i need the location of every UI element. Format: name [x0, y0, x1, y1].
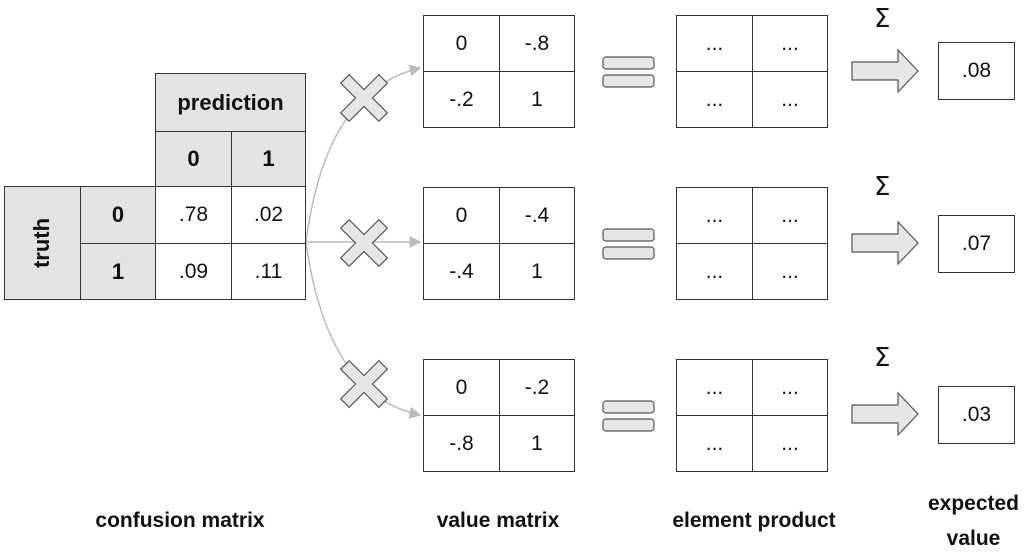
product-cell: ... [752, 415, 828, 472]
product-cell: ... [752, 243, 828, 300]
value-cell: 1 [499, 71, 575, 128]
value-cell: -.2 [423, 71, 500, 128]
value-cell: 0 [423, 187, 500, 244]
value-cell: -.8 [423, 415, 500, 472]
caption-expected-value-line1: expected [927, 492, 1020, 515]
prediction-header: prediction [155, 73, 306, 132]
confusion-cell: .78 [155, 186, 232, 244]
product-cell: ... [676, 243, 753, 300]
sum-icon: Σ [874, 4, 891, 34]
pred-class-1: 1 [231, 131, 306, 187]
caption-value-matrix: value matrix [436, 509, 560, 532]
connector-top [305, 64, 422, 243]
value-cell: -.4 [499, 187, 575, 244]
equals-icon [602, 400, 655, 432]
product-cell: ... [676, 15, 753, 72]
caption-confusion-matrix: confusion matrix [95, 509, 265, 532]
value-cell: 0 [423, 15, 500, 72]
product-cell: ... [752, 187, 828, 244]
arrow-right-icon [851, 391, 919, 437]
value-cell: 1 [499, 415, 575, 472]
multiply-icon [339, 218, 389, 268]
caption-expected-value-line2: value [946, 527, 1001, 550]
arrow-right-icon [851, 48, 919, 94]
sum-icon: Σ [874, 172, 891, 202]
value-cell: 0 [423, 359, 500, 416]
product-cell: ... [752, 15, 828, 72]
truth-header: truth [4, 186, 81, 300]
expected-value-box: .08 [938, 42, 1015, 100]
product-cell: ... [676, 359, 753, 416]
product-cell: ... [752, 71, 828, 128]
value-cell: 1 [499, 243, 575, 300]
multiply-icon [339, 359, 389, 409]
confusion-cell: .11 [231, 243, 306, 300]
value-cell: -.8 [499, 15, 575, 72]
expected-value-box: .03 [938, 386, 1015, 444]
expected-value-box: .07 [938, 215, 1015, 273]
pred-class-0: 0 [155, 131, 232, 187]
confusion-cell: .02 [231, 186, 306, 244]
product-cell: ... [676, 71, 753, 128]
truth-class-1: 1 [80, 243, 156, 300]
equals-icon [602, 56, 655, 88]
product-cell: ... [676, 415, 753, 472]
multiply-icon [339, 73, 389, 123]
truth-class-0: 0 [80, 186, 156, 244]
equals-icon [602, 228, 655, 260]
confusion-cell: .09 [155, 243, 232, 300]
product-cell: ... [676, 187, 753, 244]
truth-label: truth [29, 217, 55, 269]
value-cell: -.4 [423, 243, 500, 300]
product-cell: ... [752, 359, 828, 416]
value-cell: -.2 [499, 359, 575, 416]
caption-element-product: element product [672, 509, 836, 532]
sum-icon: Σ [874, 343, 891, 373]
connector-bottom [305, 241, 422, 419]
arrow-right-icon [851, 220, 919, 266]
